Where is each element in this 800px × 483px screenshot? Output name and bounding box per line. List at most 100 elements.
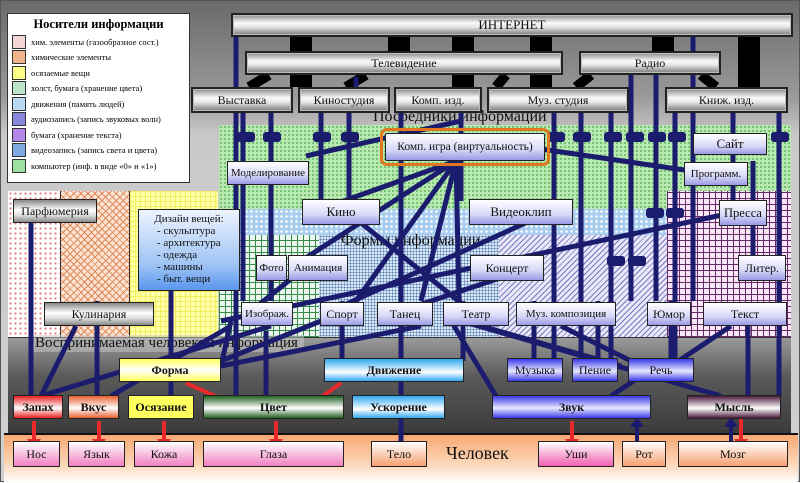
media-film-studio-label: Киностудия (313, 92, 375, 107)
form-humor[interactable]: Юмор (647, 302, 691, 326)
connector-nub (341, 132, 359, 142)
legend-item: бумага (хранение текста) (8, 127, 189, 143)
trunk-line (572, 71, 595, 91)
organ-nose[interactable]: Нос (13, 441, 60, 467)
perceived-touch[interactable]: Осязание (128, 395, 194, 419)
organ-mouth-label: Рот (635, 446, 653, 461)
form-computer-game[interactable]: Комп. игра (виртуальность) (380, 128, 550, 166)
legend-swatch (12, 143, 26, 158)
legend-label: аудиозапись (запись звуковых волн) (31, 114, 161, 125)
organ-mouth[interactable]: Рот (622, 441, 666, 467)
form-videoclip[interactable]: Видеоклип (469, 199, 573, 225)
link-line (559, 323, 643, 369)
legend-label: видеозапись (запись света и цвета) (31, 145, 158, 156)
perceived-singing[interactable]: Пение (572, 358, 618, 382)
legend-swatch (12, 34, 26, 49)
connector-nub (313, 132, 331, 142)
perceived-smell[interactable]: Запах (13, 395, 63, 419)
media-comp-publishing[interactable]: Комп. изд. (394, 87, 482, 113)
form-image[interactable]: Изображ. (241, 302, 293, 326)
form-design-item: - одежда (157, 249, 198, 261)
perceived-shape[interactable]: Форма (119, 358, 221, 382)
perceived-motion[interactable]: Движение (324, 358, 464, 382)
form-dance-label: Танец (389, 306, 421, 321)
legend-label: компьютер (инф. в виде «0» и «1») (31, 160, 157, 171)
form-literature-label: Литер. (744, 260, 780, 275)
organ-tongue[interactable]: Язык (68, 441, 125, 467)
organ-eyes[interactable]: Глаза (203, 441, 344, 467)
legend-swatch (12, 158, 26, 173)
perceived-thought[interactable]: Мысль (687, 395, 781, 419)
organ-ears[interactable]: Уши (538, 441, 614, 467)
form-theatre-label: Театр (461, 306, 491, 321)
perceived-shape-label: Форма (151, 362, 189, 377)
organ-skin-label: Кожа (150, 446, 178, 461)
form-design-item: - быт. вещи (157, 273, 211, 285)
trunk-line (697, 71, 720, 91)
perceived-sound[interactable]: Звук (492, 395, 651, 419)
media-music-studio-label: Муз. студия (527, 92, 589, 107)
form-site[interactable]: Сайт (693, 133, 767, 155)
perceived-speech[interactable]: Речь (628, 358, 694, 382)
organ-tongue-label: Язык (83, 446, 110, 461)
media-music-studio[interactable]: Муз. студия (487, 87, 629, 113)
form-cooking[interactable]: Кулинария (44, 302, 154, 326)
legend-label: осязаемые вещи (31, 67, 90, 78)
form-modeling[interactable]: Моделирование (227, 161, 309, 185)
media-exhibition[interactable]: Выставка (191, 87, 293, 113)
form-design-item: - архитектура (157, 237, 221, 249)
form-animation[interactable]: Анимация (288, 255, 348, 281)
form-photo[interactable]: Фото (256, 255, 287, 281)
form-dance[interactable]: Танец (377, 302, 433, 326)
organ-brain[interactable]: Мозг (678, 441, 788, 467)
media-internet[interactable]: ИНТЕРНЕТ (231, 13, 793, 37)
form-cinema[interactable]: Кино (302, 199, 380, 225)
form-image-label: Изображ. (244, 308, 290, 320)
connector-nub (648, 132, 666, 142)
legend-swatch (12, 127, 26, 142)
form-literature[interactable]: Литер. (738, 255, 786, 281)
media-film-studio[interactable]: Киностудия (298, 87, 390, 113)
form-music-composition[interactable]: Муз. композиция (516, 302, 616, 326)
form-modeling-label: Моделирование (230, 167, 306, 179)
perceived-singing-label: Пение (578, 362, 612, 377)
perceived-acceleration[interactable]: Ускорение (352, 395, 445, 419)
media-book-publishing[interactable]: Книж. изд. (665, 87, 788, 113)
form-design[interactable]: Дизайн вещей: - скульптура - архитектура… (138, 209, 240, 291)
form-theatre[interactable]: Театр (443, 302, 509, 326)
form-text[interactable]: Текст (703, 302, 787, 326)
form-perfume-label: Парфюмерия (21, 203, 89, 218)
form-programs[interactable]: Программ. (684, 162, 748, 186)
link-line (215, 318, 322, 366)
legend-item: осязаемые вещи (8, 65, 189, 81)
connector-nub (626, 132, 644, 142)
form-press-label: Пресса (724, 205, 762, 220)
legend-swatch (12, 65, 26, 80)
media-book-publishing-label: Книж. изд. (698, 92, 755, 107)
organ-eyes-label: Глаза (259, 446, 288, 461)
perceived-music[interactable]: Музыка (507, 358, 563, 382)
form-perfume[interactable]: Парфюмерия (13, 199, 97, 223)
legend-item: движения (память людей) (8, 96, 189, 112)
link-line (353, 159, 459, 303)
connector-nub (628, 256, 646, 266)
perceived-color[interactable]: Цвет (203, 395, 344, 419)
media-tv[interactable]: Телевидение (245, 51, 563, 75)
link-line (453, 160, 462, 302)
form-design-item: - скульптура (157, 225, 216, 237)
legend-item: аудиозапись (запись звуковых волн) (8, 112, 189, 128)
organ-body[interactable]: Тело (371, 441, 427, 467)
media-radio-label: Радио (634, 55, 666, 70)
organ-skin[interactable]: Кожа (134, 441, 194, 467)
link-line (305, 118, 462, 159)
form-design-title: Дизайн вещей: (154, 213, 224, 225)
perceived-acceleration-label: Ускорение (370, 399, 427, 414)
form-press[interactable]: Пресса (719, 200, 767, 226)
perceived-taste[interactable]: Вкус (68, 395, 119, 419)
form-humor-label: Юмор (653, 306, 685, 321)
form-concert[interactable]: Концерт (470, 255, 544, 281)
form-sport[interactable]: Спорт (320, 302, 364, 326)
media-radio[interactable]: Радио (579, 51, 721, 75)
form-design-item: - машины (157, 261, 203, 273)
perceived-sound-label: Звук (558, 399, 585, 414)
